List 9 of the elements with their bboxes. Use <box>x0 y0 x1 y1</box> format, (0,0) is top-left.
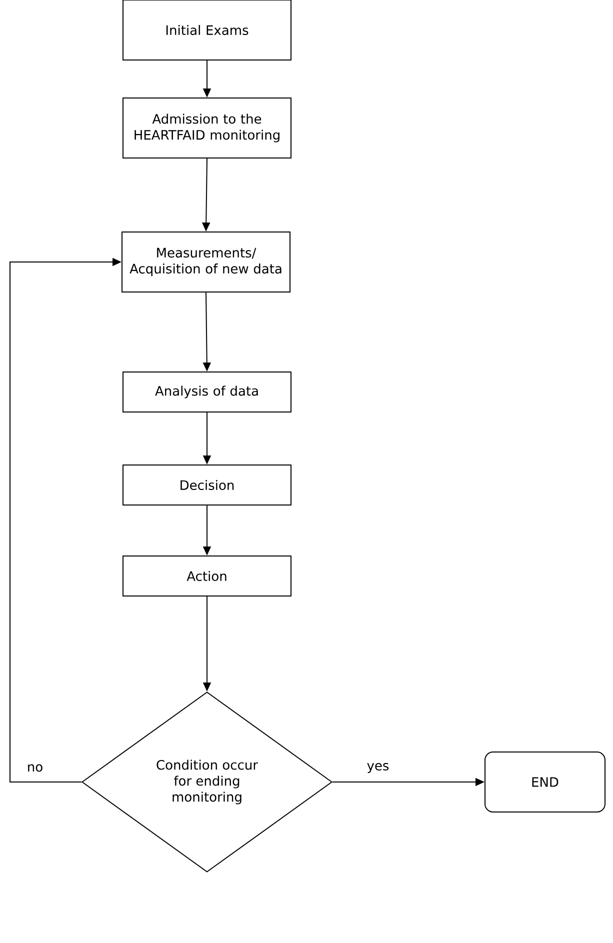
process-box: Action <box>122 556 292 596</box>
process-box: Decision <box>122 464 292 506</box>
terminal-box: END <box>484 752 606 812</box>
process-box: Admission to the HEARTFAID monitoring <box>122 98 292 158</box>
edge-label: no <box>28 764 42 772</box>
process-box: Analysis of data <box>122 372 292 412</box>
process-box: Measurements/ Acquisition of new data <box>122 232 290 292</box>
process-box: Initial Exams <box>122 0 292 61</box>
edge-label: yes <box>367 763 389 773</box>
